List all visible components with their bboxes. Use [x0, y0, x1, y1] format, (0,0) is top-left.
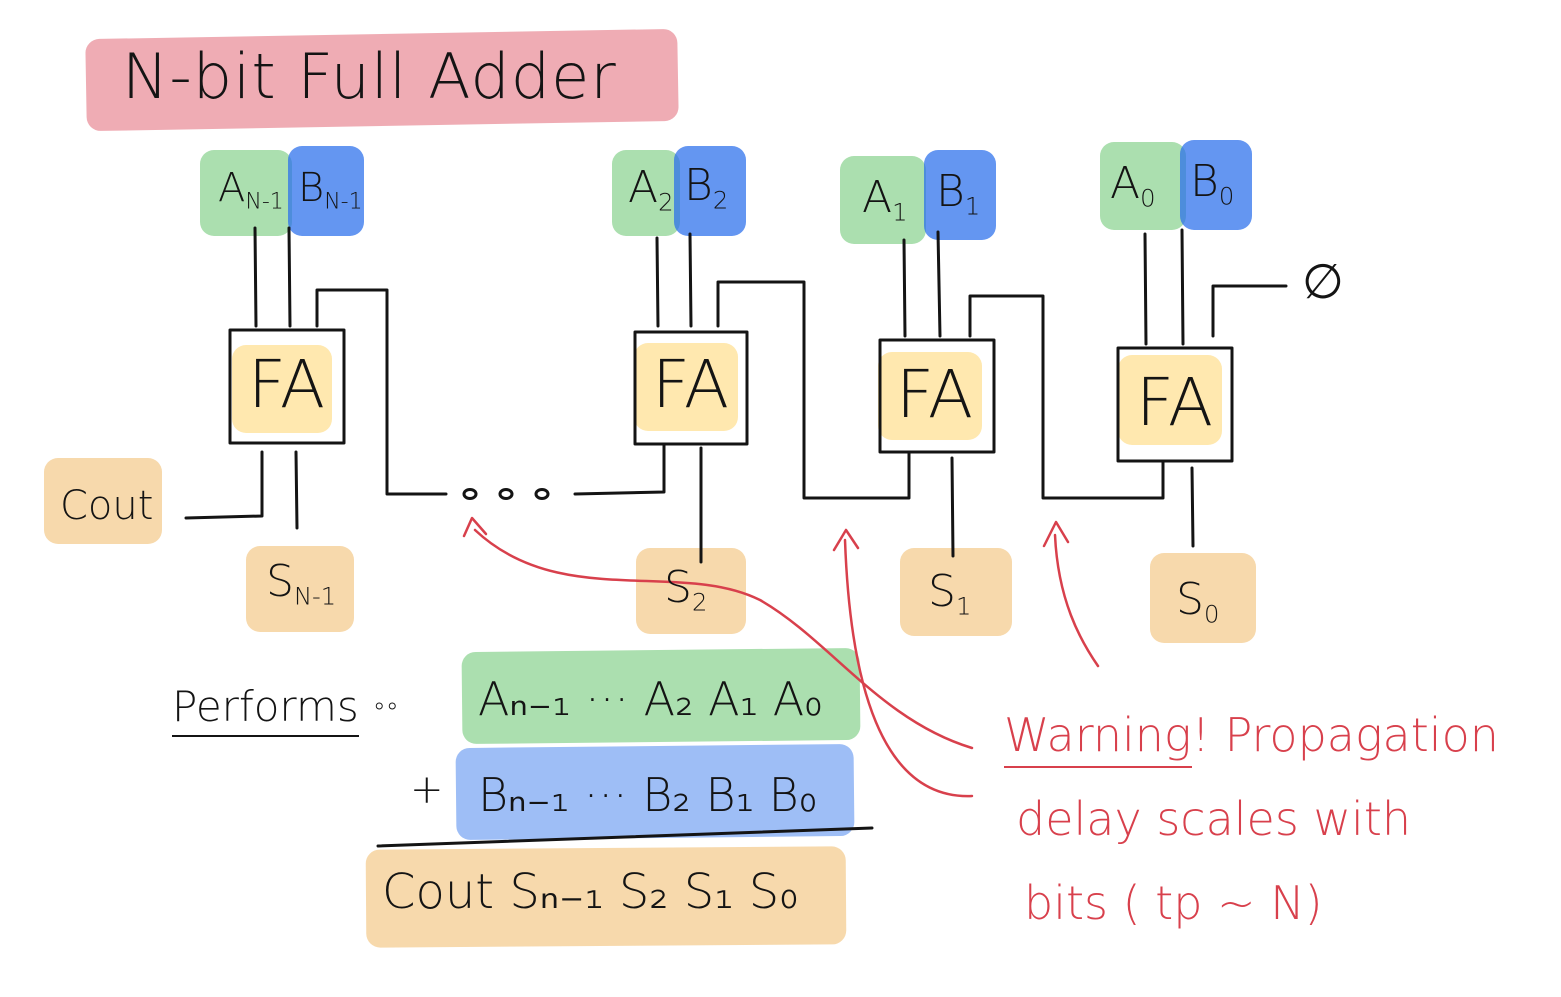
ellipsis-dot — [462, 488, 478, 500]
a-2-highlight — [612, 150, 680, 236]
input-b-2: B2 — [684, 160, 729, 215]
fa-label-2: FA — [652, 346, 730, 423]
input-a-2: A2 — [628, 162, 674, 217]
warning-line-3: bits ( tp ~ N) — [1024, 876, 1323, 930]
a-n-1-highlight — [200, 150, 292, 236]
fa-label-n-1: FA — [248, 346, 326, 423]
plus-sign: + — [410, 767, 444, 813]
addend-a-row: Aₙ₋₁ ··· A₂ A₁ A₀ — [478, 672, 823, 726]
wire-carry-0-1 — [968, 294, 1165, 500]
wire-a-1 — [902, 238, 907, 338]
fa-box-2 — [633, 330, 749, 446]
sum-row: Cout Sₙ₋₁ S₂ S₁ S₀ — [382, 864, 799, 920]
fa-2-highlight — [634, 343, 738, 431]
input-a-n-1: AN-1 — [218, 165, 284, 215]
arrow-to-carry-0-1 — [1053, 533, 1100, 668]
wire-carry-in — [1211, 284, 1288, 338]
arrowhead-icon — [832, 528, 860, 552]
ellipsis-dot — [534, 488, 550, 500]
input-a-1: A1 — [862, 172, 908, 227]
output-s-0: S0 — [1176, 574, 1220, 629]
sum-line — [376, 826, 874, 848]
page-title: N-bit Full Adder — [122, 40, 617, 113]
a-0-highlight — [1100, 142, 1186, 230]
fa-1-highlight — [878, 352, 982, 440]
b-2-highlight — [674, 146, 746, 236]
b-n-1-highlight — [288, 146, 364, 236]
wire-carry-into-n-1 — [315, 288, 448, 496]
wire-b-0 — [1180, 228, 1185, 346]
a-1-highlight — [840, 156, 926, 244]
warning-line-2: delay scales with — [1016, 792, 1412, 846]
output-s-1: S1 — [928, 566, 972, 621]
wire-carry-1-2 — [716, 280, 911, 500]
fa-box-1 — [878, 338, 996, 454]
wire-b-1 — [936, 230, 942, 338]
cout-label: Cout — [60, 483, 154, 529]
input-b-n-1: BN-1 — [298, 165, 363, 215]
wire-b-n-1 — [287, 226, 292, 328]
output-s-n-1: SN-1 — [266, 556, 337, 611]
s-2-highlight — [636, 548, 746, 634]
b-0-highlight — [1180, 140, 1252, 230]
arrow-to-carry-1-2 — [843, 538, 974, 798]
fa-label-0: FA — [1136, 364, 1214, 441]
s-0-highlight — [1150, 553, 1256, 643]
wire-s-0 — [1190, 466, 1195, 548]
fa-box-n-1 — [228, 328, 346, 445]
input-b-1: B1 — [936, 166, 981, 221]
wire-a-0 — [1143, 232, 1148, 346]
wires — [184, 226, 1288, 848]
wire-s-n-1 — [294, 450, 299, 530]
performs-label: Performs°° — [172, 682, 399, 737]
ellipsis-dot — [498, 488, 514, 500]
fa-label-1: FA — [896, 356, 974, 433]
fa-box-0 — [1116, 346, 1234, 463]
warning-line-1: Warning! Propagation — [1004, 708, 1499, 768]
cout-highlight — [44, 458, 162, 544]
wire-carry-2-out — [573, 442, 666, 496]
b-1-highlight — [924, 150, 996, 240]
fa-n-1-highlight — [232, 345, 332, 433]
arrow-to-ellipsis — [473, 528, 974, 750]
output-s-2: S2 — [664, 562, 708, 617]
wire-a-n-1 — [253, 226, 258, 328]
wire-s-1 — [950, 456, 955, 558]
wire-cout — [184, 450, 264, 520]
s-1-highlight — [900, 548, 1012, 636]
input-a-0: A0 — [1110, 158, 1156, 213]
fa-0-highlight — [1118, 355, 1222, 445]
wire-a-2 — [655, 236, 660, 328]
wire-b-2 — [688, 232, 693, 328]
addend-b-row: Bₙ₋₁ ··· B₂ B₁ B₀ — [478, 768, 818, 822]
carry-in-label: ∅ — [1302, 254, 1344, 310]
s-n-1-highlight — [246, 546, 354, 632]
warning-arrows — [462, 516, 1100, 798]
input-b-0: B0 — [1190, 156, 1235, 211]
arrowhead-icon — [1042, 520, 1070, 548]
arrowhead-icon — [462, 516, 488, 538]
